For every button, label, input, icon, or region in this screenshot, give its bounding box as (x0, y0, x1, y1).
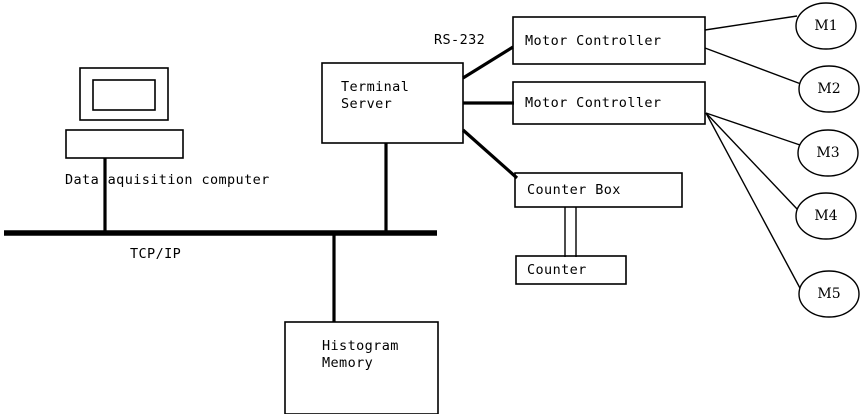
terminal-server-to-motor-controller-1-line (462, 45, 514, 80)
motor-m2-ellipse (798, 65, 860, 113)
tcpip-bus-label: TCP/IP (130, 246, 182, 262)
motor-controller-2-to-m4-line (705, 112, 799, 211)
motor-m3-ellipse (797, 129, 859, 177)
terminal-server-to-counter-box-line (461, 128, 519, 180)
motor-controller-1-label: Motor Controller (525, 33, 662, 49)
motor-m4-ellipse (795, 192, 857, 240)
motor-m4-label: M4 (814, 208, 838, 224)
histogram-memory-box (284, 321, 439, 414)
motor-controller-1-to-m1-line (704, 15, 798, 31)
counter-label: Counter (527, 262, 587, 278)
terminal-server-label-line2: Server (341, 96, 393, 112)
terminal-server-box (321, 62, 464, 144)
motor-controller-2-label: Motor Controller (525, 95, 662, 111)
histogram-memory-label-line2: Memory (322, 355, 374, 371)
computer-monitor-screen (92, 79, 156, 111)
motor-controller-2-to-m5-line (705, 112, 802, 291)
motor-controller-1-to-m2-line (704, 47, 802, 85)
data-acquisition-computer-label: Data aquisition computer (65, 172, 270, 188)
motor-m5-label: M5 (817, 286, 841, 302)
rs232-link-label: RS-232 (434, 32, 486, 48)
computer-base-unit (65, 129, 184, 159)
motor-m1-ellipse (795, 2, 857, 50)
motor-controller-2-to-m3-line (705, 112, 801, 146)
motor-m1-label: M1 (814, 18, 838, 34)
terminal-server-label-line1: Terminal (341, 79, 410, 95)
motor-controller-1-box (512, 16, 706, 65)
counter-box-label: Counter Box (527, 182, 621, 198)
motor-m5-ellipse (798, 270, 860, 318)
motor-m3-label: M3 (816, 145, 840, 161)
motor-m2-label: M2 (817, 81, 841, 97)
counter-box-box (514, 172, 683, 208)
histogram-memory-label-line1: Histogram (322, 338, 399, 354)
counter-box (515, 255, 627, 285)
